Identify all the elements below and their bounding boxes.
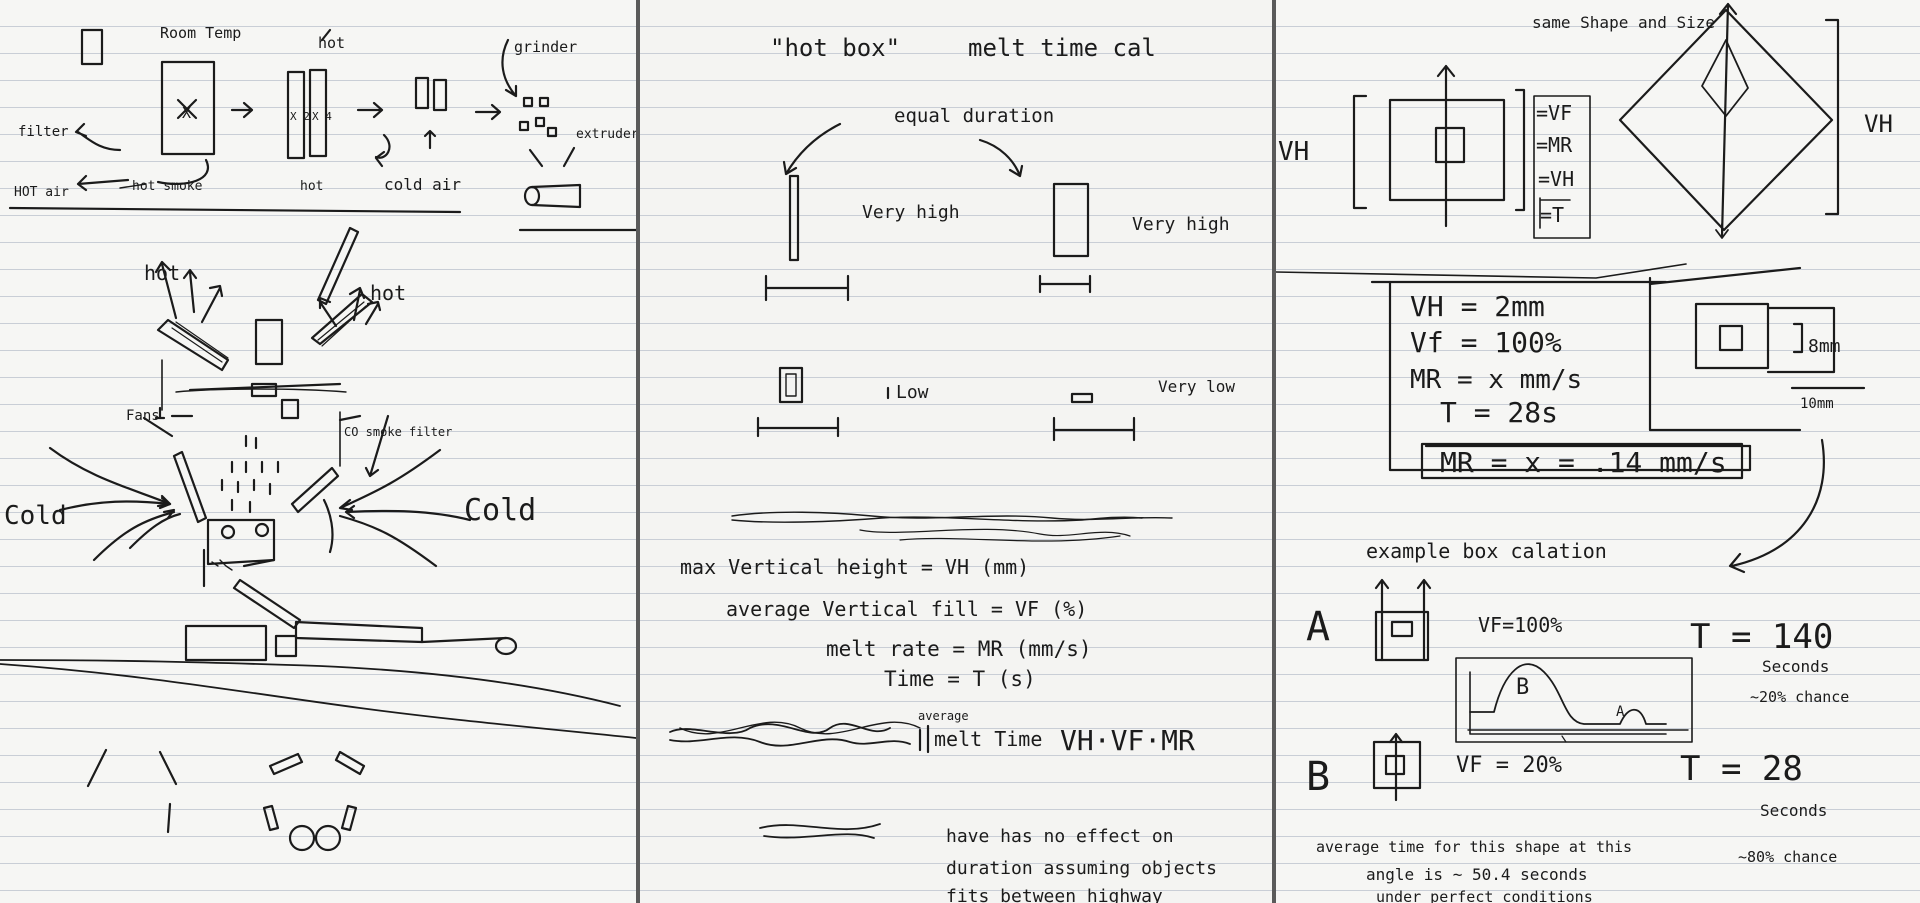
label-co-smoke-filter: CO smoke filter — [344, 425, 452, 439]
avg-line-1: average time for this shape at this — [1316, 838, 1632, 856]
value-vf: Vf = 100% — [1410, 326, 1562, 359]
example-a-vf: VF=100% — [1478, 613, 1562, 637]
title-hot-box: "hot box" — [770, 34, 900, 62]
label-hot-air: HOT air — [14, 185, 69, 200]
result-mr: MR = x = .14 mm/s — [1440, 446, 1727, 479]
label-example-box: example box calation — [1366, 539, 1607, 563]
note-line-1: have has no effect on — [946, 826, 1174, 847]
label-cold-air: cold air — [384, 175, 461, 194]
value-vh: VH = 2mm — [1410, 290, 1545, 323]
label-same-shape: same Shape and Size — [1532, 13, 1715, 32]
label-filter: filter — [18, 124, 69, 140]
def-mr: melt rate = MR (mm/s) — [826, 637, 1092, 661]
legend-vf: =VF — [1536, 101, 1572, 125]
label-x: X — [182, 104, 191, 122]
label-x4: X 4 — [312, 110, 332, 123]
label-room-temp: Room Temp — [160, 24, 241, 42]
label-example-b: B — [1306, 754, 1330, 800]
label-equal-duration: equal duration — [894, 105, 1054, 127]
avg-line-2: angle is ~ 50.4 seconds — [1366, 865, 1588, 884]
notebook-page-left: Room Temp hot grinder extruder filter HO… — [0, 0, 636, 903]
def-t: Time = T (s) — [884, 667, 1036, 691]
notebook-page-right: same Shape and Size VH VH =VF =MR =VH =T… — [1276, 0, 1920, 903]
page-right-sketches: same Shape and Size VH VH =VF =MR =VH =T… — [1276, 2, 1893, 903]
label-very-low: Very low — [1158, 377, 1235, 396]
example-b-chance: ~80% chance — [1738, 848, 1837, 866]
dim-8mm: 8mm — [1808, 336, 1841, 357]
label-example-a: A — [1306, 604, 1330, 650]
notebook-page-middle: "hot box" melt time cal equal duration V… — [640, 0, 1272, 903]
page-left-sketches: Room Temp hot grinder extruder filter HO… — [0, 24, 636, 852]
value-mr: MR = x mm/s — [1410, 365, 1582, 395]
label-low: Low — [896, 382, 929, 403]
label-hot-a: hot — [318, 34, 345, 52]
label-average: average — [918, 709, 969, 723]
note-line-2: duration assuming objects — [946, 858, 1217, 879]
label-vh-right: VH — [1864, 110, 1893, 138]
example-a-t: T = 140 — [1690, 617, 1833, 657]
example-b-vf: VF = 20% — [1456, 753, 1562, 778]
graph-label-a: A — [1616, 704, 1625, 720]
label-very-high-1: Very high — [862, 202, 960, 223]
graph-label-b: B — [1516, 675, 1529, 700]
label-vh-left: VH — [1278, 137, 1309, 167]
label-very-high-2: Very high — [1132, 214, 1230, 235]
dim-10mm: 10mm — [1800, 396, 1834, 412]
example-b-seconds: Seconds — [1760, 801, 1827, 820]
label-grinder: grinder — [514, 38, 577, 56]
page-middle-sketches: "hot box" melt time cal equal duration V… — [669, 34, 1235, 903]
def-vf: average Vertical fill = VF (%) — [726, 597, 1087, 621]
legend-vh: =VH — [1538, 167, 1574, 191]
label-cold-left: Cold — [4, 501, 67, 531]
label-fans: Fans — [126, 408, 160, 424]
example-b-t: T = 28 — [1680, 749, 1803, 789]
def-vh: max Vertical height = VH (mm) — [680, 555, 1029, 579]
legend-mr: =MR — [1536, 133, 1573, 157]
title-melt-time-cal: melt time cal — [968, 34, 1156, 62]
label-hot-smoke: hot smoke — [132, 179, 203, 194]
label-x2: X 2 — [290, 110, 310, 123]
label-extruder: extruder — [576, 127, 636, 142]
formula-vh-vf-mr: VH·VF·MR — [1060, 724, 1195, 757]
value-t: T = 28s — [1440, 396, 1558, 429]
example-a-chance: ~20% chance — [1750, 688, 1849, 706]
label-hot-left: hot — [144, 261, 180, 285]
formula-melt-time: melt Time — [934, 727, 1042, 751]
example-a-seconds: Seconds — [1762, 657, 1829, 676]
avg-line-3: under perfect conditions — [1376, 888, 1593, 903]
note-line-3: fits between highway — [946, 886, 1163, 903]
label-hot-right: hot — [370, 281, 406, 305]
legend-t: =T — [1540, 203, 1564, 227]
label-hot-b: hot — [300, 179, 323, 194]
label-cold-right: Cold — [464, 493, 536, 528]
